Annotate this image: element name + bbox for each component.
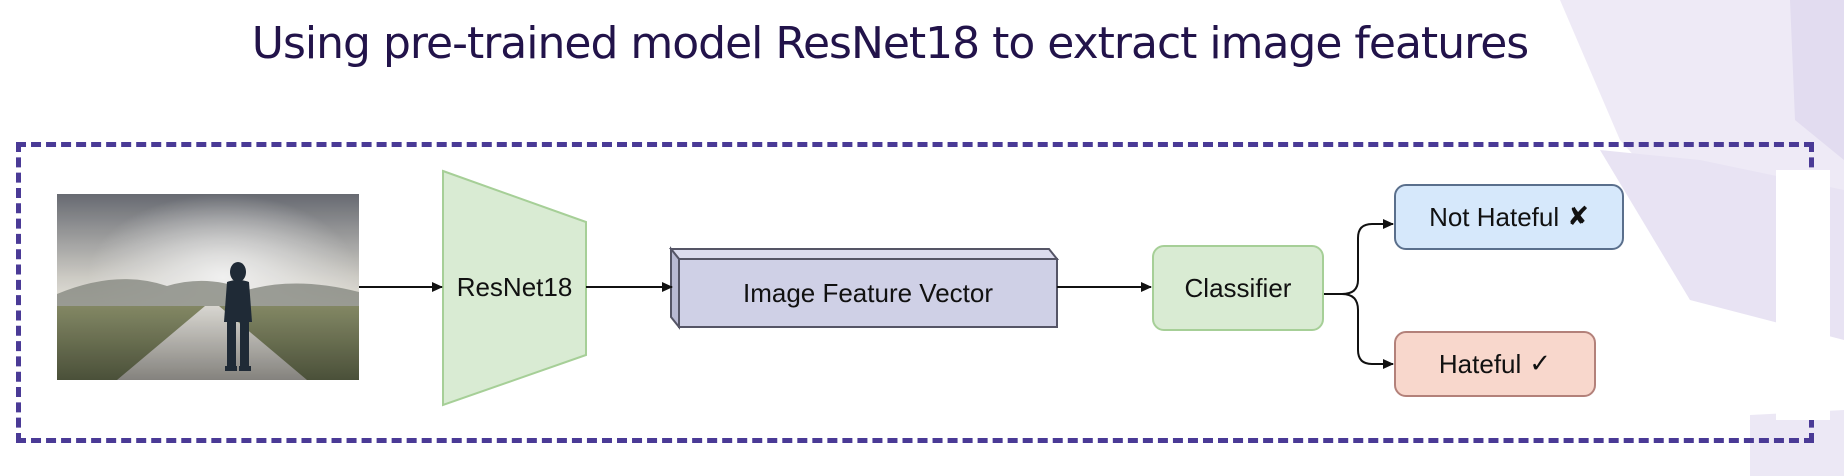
classifier-label: Classifier (1184, 272, 1292, 303)
input-image (57, 194, 359, 380)
resnet-label: ResNet18 (456, 271, 573, 302)
arrow-classifier-to-hateful (1324, 293, 1394, 369)
page-title: Using pre-trained model ResNet18 to extr… (251, 18, 1529, 69)
cross-icon: ✘ (1567, 202, 1589, 232)
not-hateful-box: Not Hateful ✘ (1394, 184, 1624, 250)
frame-inner-panel (1776, 170, 1830, 420)
feature-vector-label: Image Feature Vector (742, 277, 994, 308)
resnet-trapezoid (442, 169, 587, 407)
hateful-label: Hateful (1438, 348, 1522, 379)
classifier-box: Classifier (1152, 245, 1324, 331)
arrow-classifier-to-not-hateful (1324, 219, 1394, 295)
check-icon: ✓ (1529, 349, 1552, 379)
walking-person (224, 262, 252, 371)
hateful-box: Hateful ✓ (1394, 331, 1596, 397)
not-hateful-label: Not Hateful (1429, 201, 1560, 232)
feature-vector-box (668, 246, 1060, 330)
